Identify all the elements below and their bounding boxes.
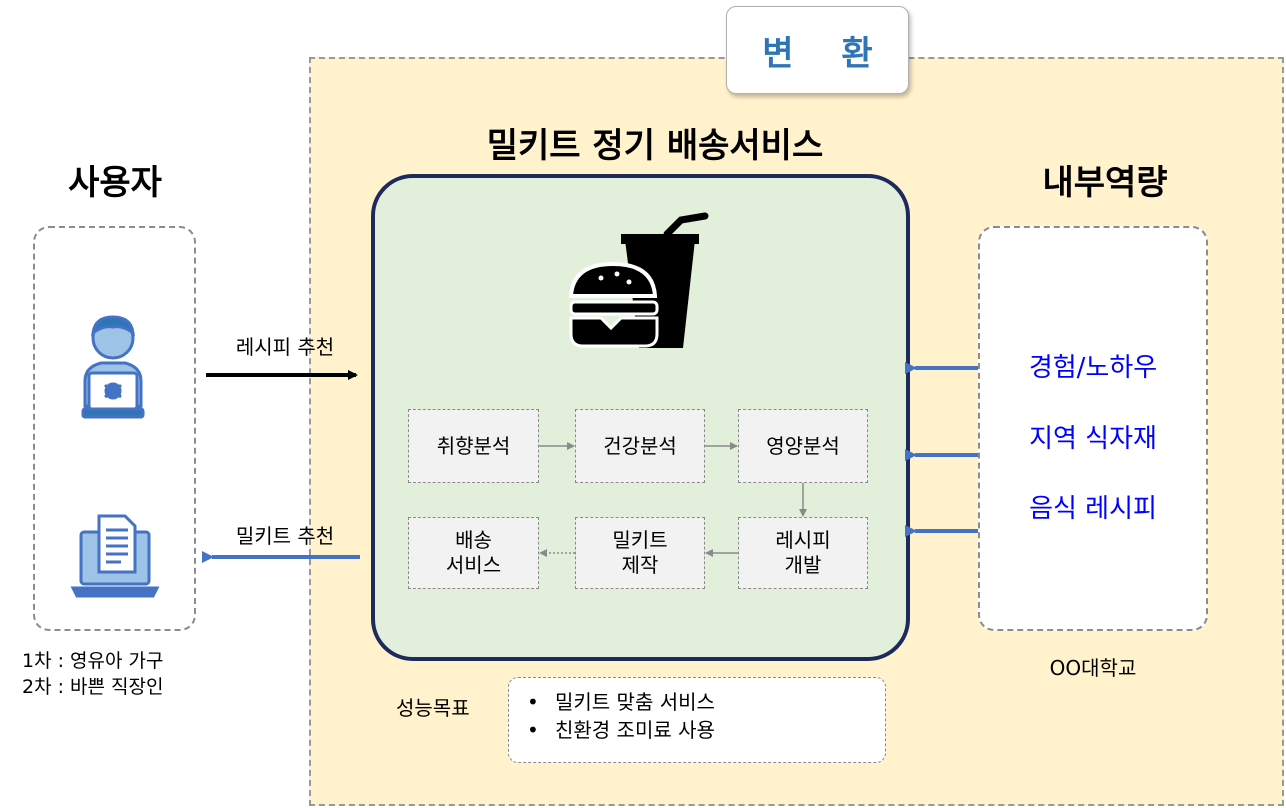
user-icons (70, 315, 160, 598)
resource-experience: 경험/노하우 (1028, 353, 1158, 383)
user-title: 사용자 (68, 163, 162, 203)
goal-item: • 밀키트 맞춤 서비스 (527, 688, 885, 716)
user-target-list: 1차 : 영유아 가구 2차 : 바쁜 직장인 (22, 649, 164, 700)
document-laptop-icon (70, 514, 160, 598)
goal-label: 성능목표 (396, 696, 470, 720)
fast-food-icon (568, 212, 709, 348)
user-laptop-icon (81, 315, 145, 419)
bullet-icon: • (527, 718, 539, 742)
step-mealkit-production: 밀키트 제작 (575, 517, 705, 589)
user-target-1: 1차 : 영유아 가구 (22, 650, 164, 672)
internal-title: 내부역량 (1042, 163, 1168, 203)
goal-item-text: 친환경 조미료 사용 (555, 718, 715, 742)
step-health-analysis: 건강분석 (575, 409, 705, 483)
resource-local-ingredients: 지역 식자재 (1029, 424, 1157, 454)
user-target-2: 2차 : 바쁜 직장인 (22, 675, 164, 698)
user-box (33, 226, 196, 631)
goal-item: • 친환경 조미료 사용 (527, 716, 885, 744)
mealkit-recommend-label: 밀키트 추천 (235, 524, 335, 548)
transform-label: 변 환 (726, 6, 909, 94)
recipe-recommend-label: 레시피 추천 (235, 335, 335, 359)
service-title: 밀키트 정기 배송서비스 (486, 126, 824, 166)
step-recipe-development: 레시피 개발 (738, 517, 868, 589)
step-nutrition-analysis: 영양분석 (738, 409, 868, 483)
bullet-icon: • (527, 690, 539, 714)
internal-capability-box (978, 226, 1208, 631)
step-taste-analysis: 취향분석 (408, 409, 539, 483)
internal-owner: OO대학교 (1049, 656, 1137, 680)
goal-item-text: 밀키트 맞춤 서비스 (555, 690, 715, 714)
step-delivery-service: 배송 서비스 (408, 517, 539, 589)
resource-food-recipes: 음식 레시피 (1029, 494, 1157, 524)
performance-goal-box: • 밀키트 맞춤 서비스 • 친환경 조미료 사용 (508, 677, 886, 763)
